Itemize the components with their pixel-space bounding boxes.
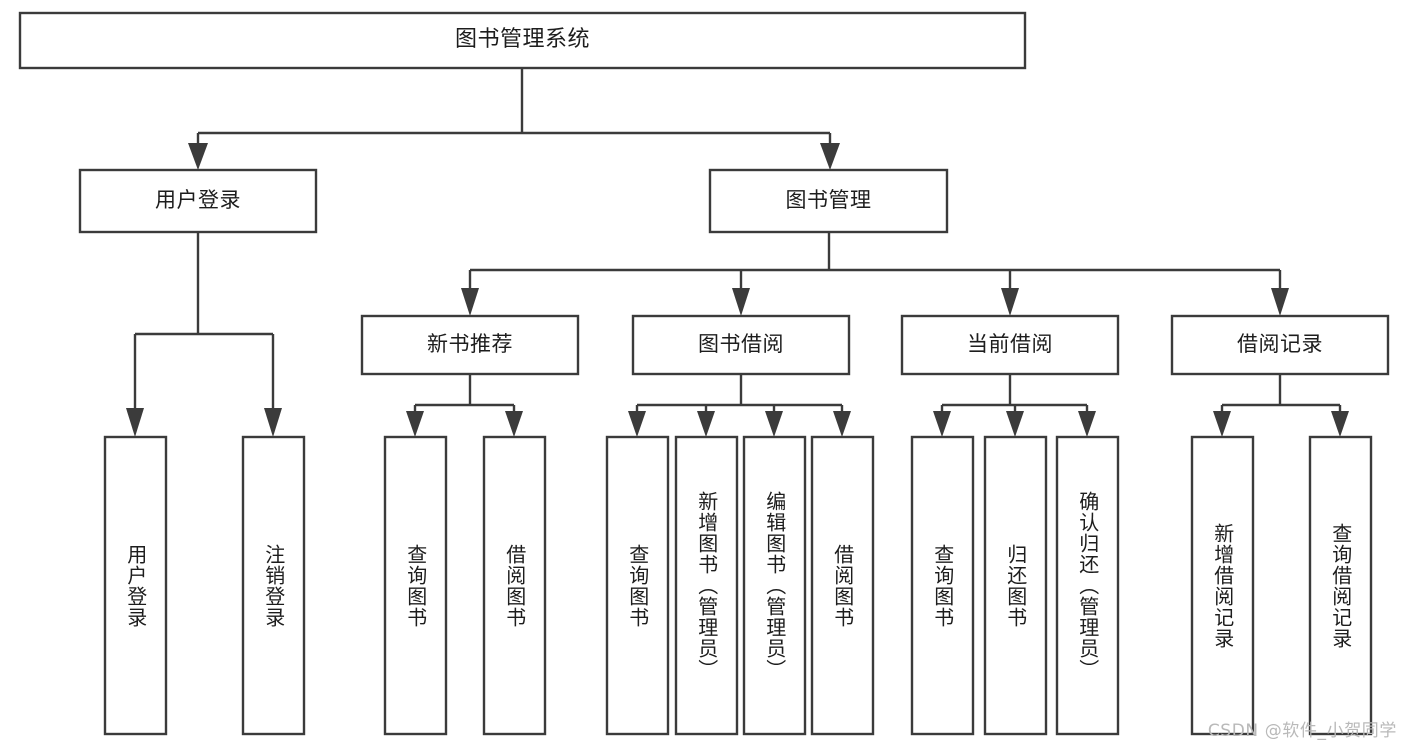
connector-userlogin-to-leaves xyxy=(126,232,282,437)
connector-bookborrow-to-leaves xyxy=(628,374,851,437)
arrow-head-icon xyxy=(406,411,424,437)
connector-currentborrow-to-leaves xyxy=(933,374,1096,437)
arrow-head-icon xyxy=(1331,411,1349,437)
node-box-leaf-add-borrow-record[interactable] xyxy=(1190,435,1255,736)
node-box-leaf-borrow-book-recommend[interactable] xyxy=(482,435,547,736)
node-box-leaf-query-borrow-record[interactable] xyxy=(1308,435,1373,736)
connector-borrowrecord-to-leaves xyxy=(1213,374,1349,437)
connector-bookmanage-to-level3 xyxy=(461,232,1289,316)
arrow-head-icon xyxy=(264,408,282,437)
arrow-head-icon xyxy=(461,288,479,316)
node-box-leaf-add-book[interactable] xyxy=(674,435,739,736)
node-box-leaf-query-book-borrow[interactable] xyxy=(605,435,670,736)
node-box-leaf-borrow-book[interactable] xyxy=(810,435,875,736)
arrow-head-icon xyxy=(697,411,715,437)
node-box-user-login[interactable] xyxy=(78,168,318,234)
arrow-head-icon xyxy=(1006,411,1024,437)
node-box-current-borrow[interactable] xyxy=(900,314,1120,376)
arrow-head-icon xyxy=(820,143,840,170)
node-box-book-manage[interactable] xyxy=(708,168,949,234)
arrow-head-icon xyxy=(505,411,523,437)
node-box-leaf-return-book[interactable] xyxy=(983,435,1048,736)
arrow-head-icon xyxy=(933,411,951,437)
node-box-leaf-confirm-return[interactable] xyxy=(1055,435,1120,736)
arrow-head-icon xyxy=(1271,288,1289,316)
arrow-head-icon xyxy=(628,411,646,437)
arrow-head-icon xyxy=(1213,411,1231,437)
arrow-head-icon xyxy=(765,411,783,437)
connector-newbook-to-leaves xyxy=(406,374,523,437)
node-box-root[interactable] xyxy=(18,11,1027,70)
node-box-leaf-query-book-current[interactable] xyxy=(910,435,975,736)
connector-root-to-level2 xyxy=(188,68,840,170)
arrow-head-icon xyxy=(126,408,144,437)
node-box-leaf-edit-book[interactable] xyxy=(742,435,807,736)
node-box-borrow-record[interactable] xyxy=(1170,314,1390,376)
arrow-head-icon xyxy=(1078,411,1096,437)
node-box-book-borrow[interactable] xyxy=(631,314,851,376)
node-box-leaf-user-login[interactable] xyxy=(103,435,168,736)
arrow-head-icon xyxy=(188,143,208,170)
node-box-new-book-recommend[interactable] xyxy=(360,314,580,376)
arrow-head-icon xyxy=(833,411,851,437)
arrow-head-icon xyxy=(732,288,750,316)
arrow-head-icon xyxy=(1001,288,1019,316)
node-box-leaf-query-book-recommend[interactable] xyxy=(383,435,448,736)
node-box-leaf-logout[interactable] xyxy=(241,435,306,736)
node-rectangles xyxy=(18,11,1390,736)
